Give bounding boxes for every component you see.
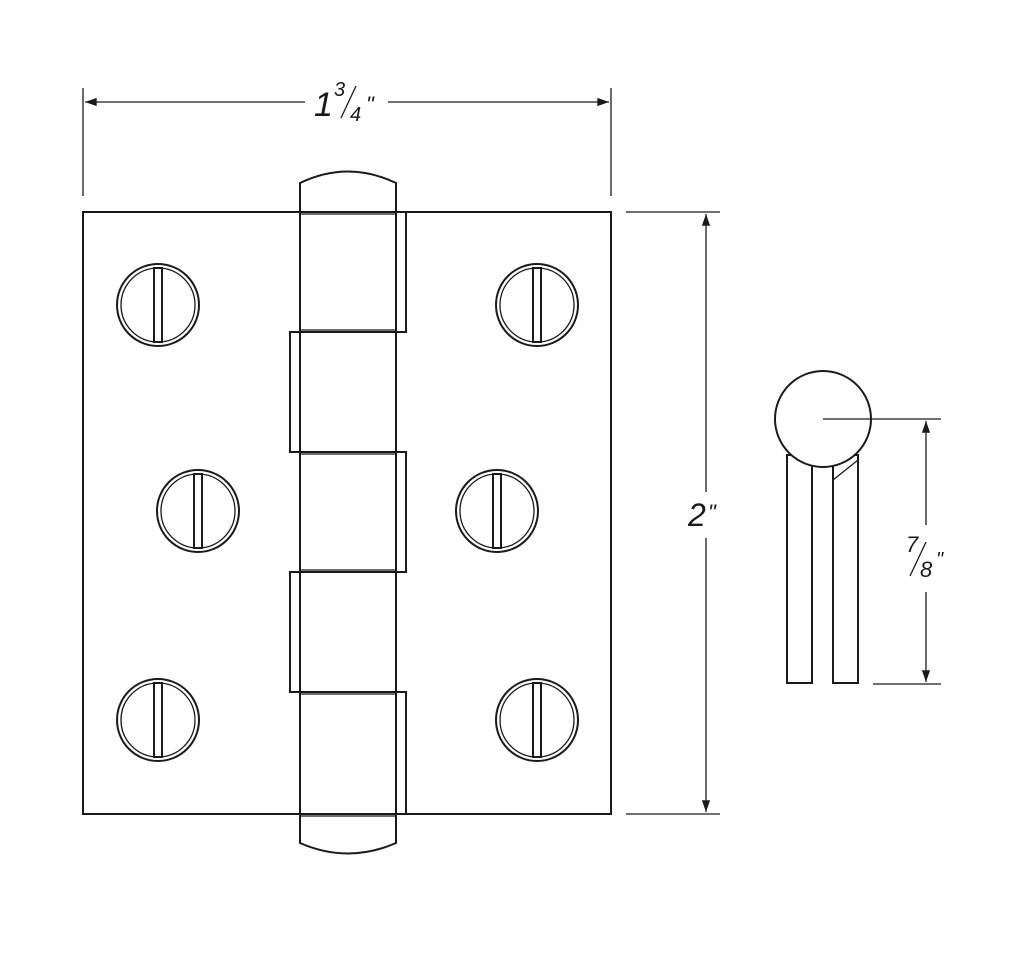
- width-dimension: 1 3 4 ": [82, 79, 612, 196]
- barrel-bottom-cap: [299, 813, 397, 855]
- leaf-bevel: [832, 459, 859, 481]
- screw-icon: [116, 263, 200, 347]
- screw-icon: [156, 469, 240, 553]
- knuckle-1: [299, 211, 397, 333]
- width-whole: 1: [314, 86, 333, 124]
- screw-icon: [495, 678, 579, 762]
- height-whole: 2: [687, 497, 706, 533]
- knuckle-strip-right-3: [396, 691, 407, 815]
- knuckle-strip-left-1: [289, 331, 300, 453]
- knuckle-strip-right-2: [396, 451, 407, 573]
- fraction-bar: [909, 541, 927, 577]
- width-numerator: 3: [334, 79, 345, 101]
- pin-offset-numerator: 7: [906, 532, 919, 557]
- screw-holes: [116, 263, 579, 762]
- knuckle-4: [299, 571, 397, 693]
- pin-offset-denominator: 8: [920, 557, 933, 582]
- knuckle-3: [299, 451, 397, 573]
- barrel-top-cap: [299, 170, 397, 213]
- width-denominator: 4: [350, 104, 361, 126]
- pin-offset-dimension: 7 8 ": [873, 421, 944, 685]
- screw-icon: [455, 469, 539, 553]
- knuckle-strip-right-1: [396, 211, 407, 333]
- height-unit: ": [708, 500, 717, 525]
- knuckle-strip-left-2: [289, 571, 300, 693]
- screw-icon: [116, 678, 200, 762]
- side-leaf-left: [786, 454, 813, 684]
- screw-icon: [495, 263, 579, 347]
- hinge-front-view: [82, 170, 612, 855]
- side-leaf-right: [832, 454, 859, 684]
- fraction-bar: [340, 85, 357, 119]
- pin-offset-unit: ": [936, 549, 944, 571]
- hinge-side-view: [774, 370, 941, 684]
- knuckle-2: [299, 331, 397, 453]
- width-unit: ": [366, 92, 375, 117]
- knuckle-5: [299, 691, 397, 815]
- hinge-knuckles: [289, 211, 407, 817]
- height-dimension: 2 ": [626, 211, 720, 815]
